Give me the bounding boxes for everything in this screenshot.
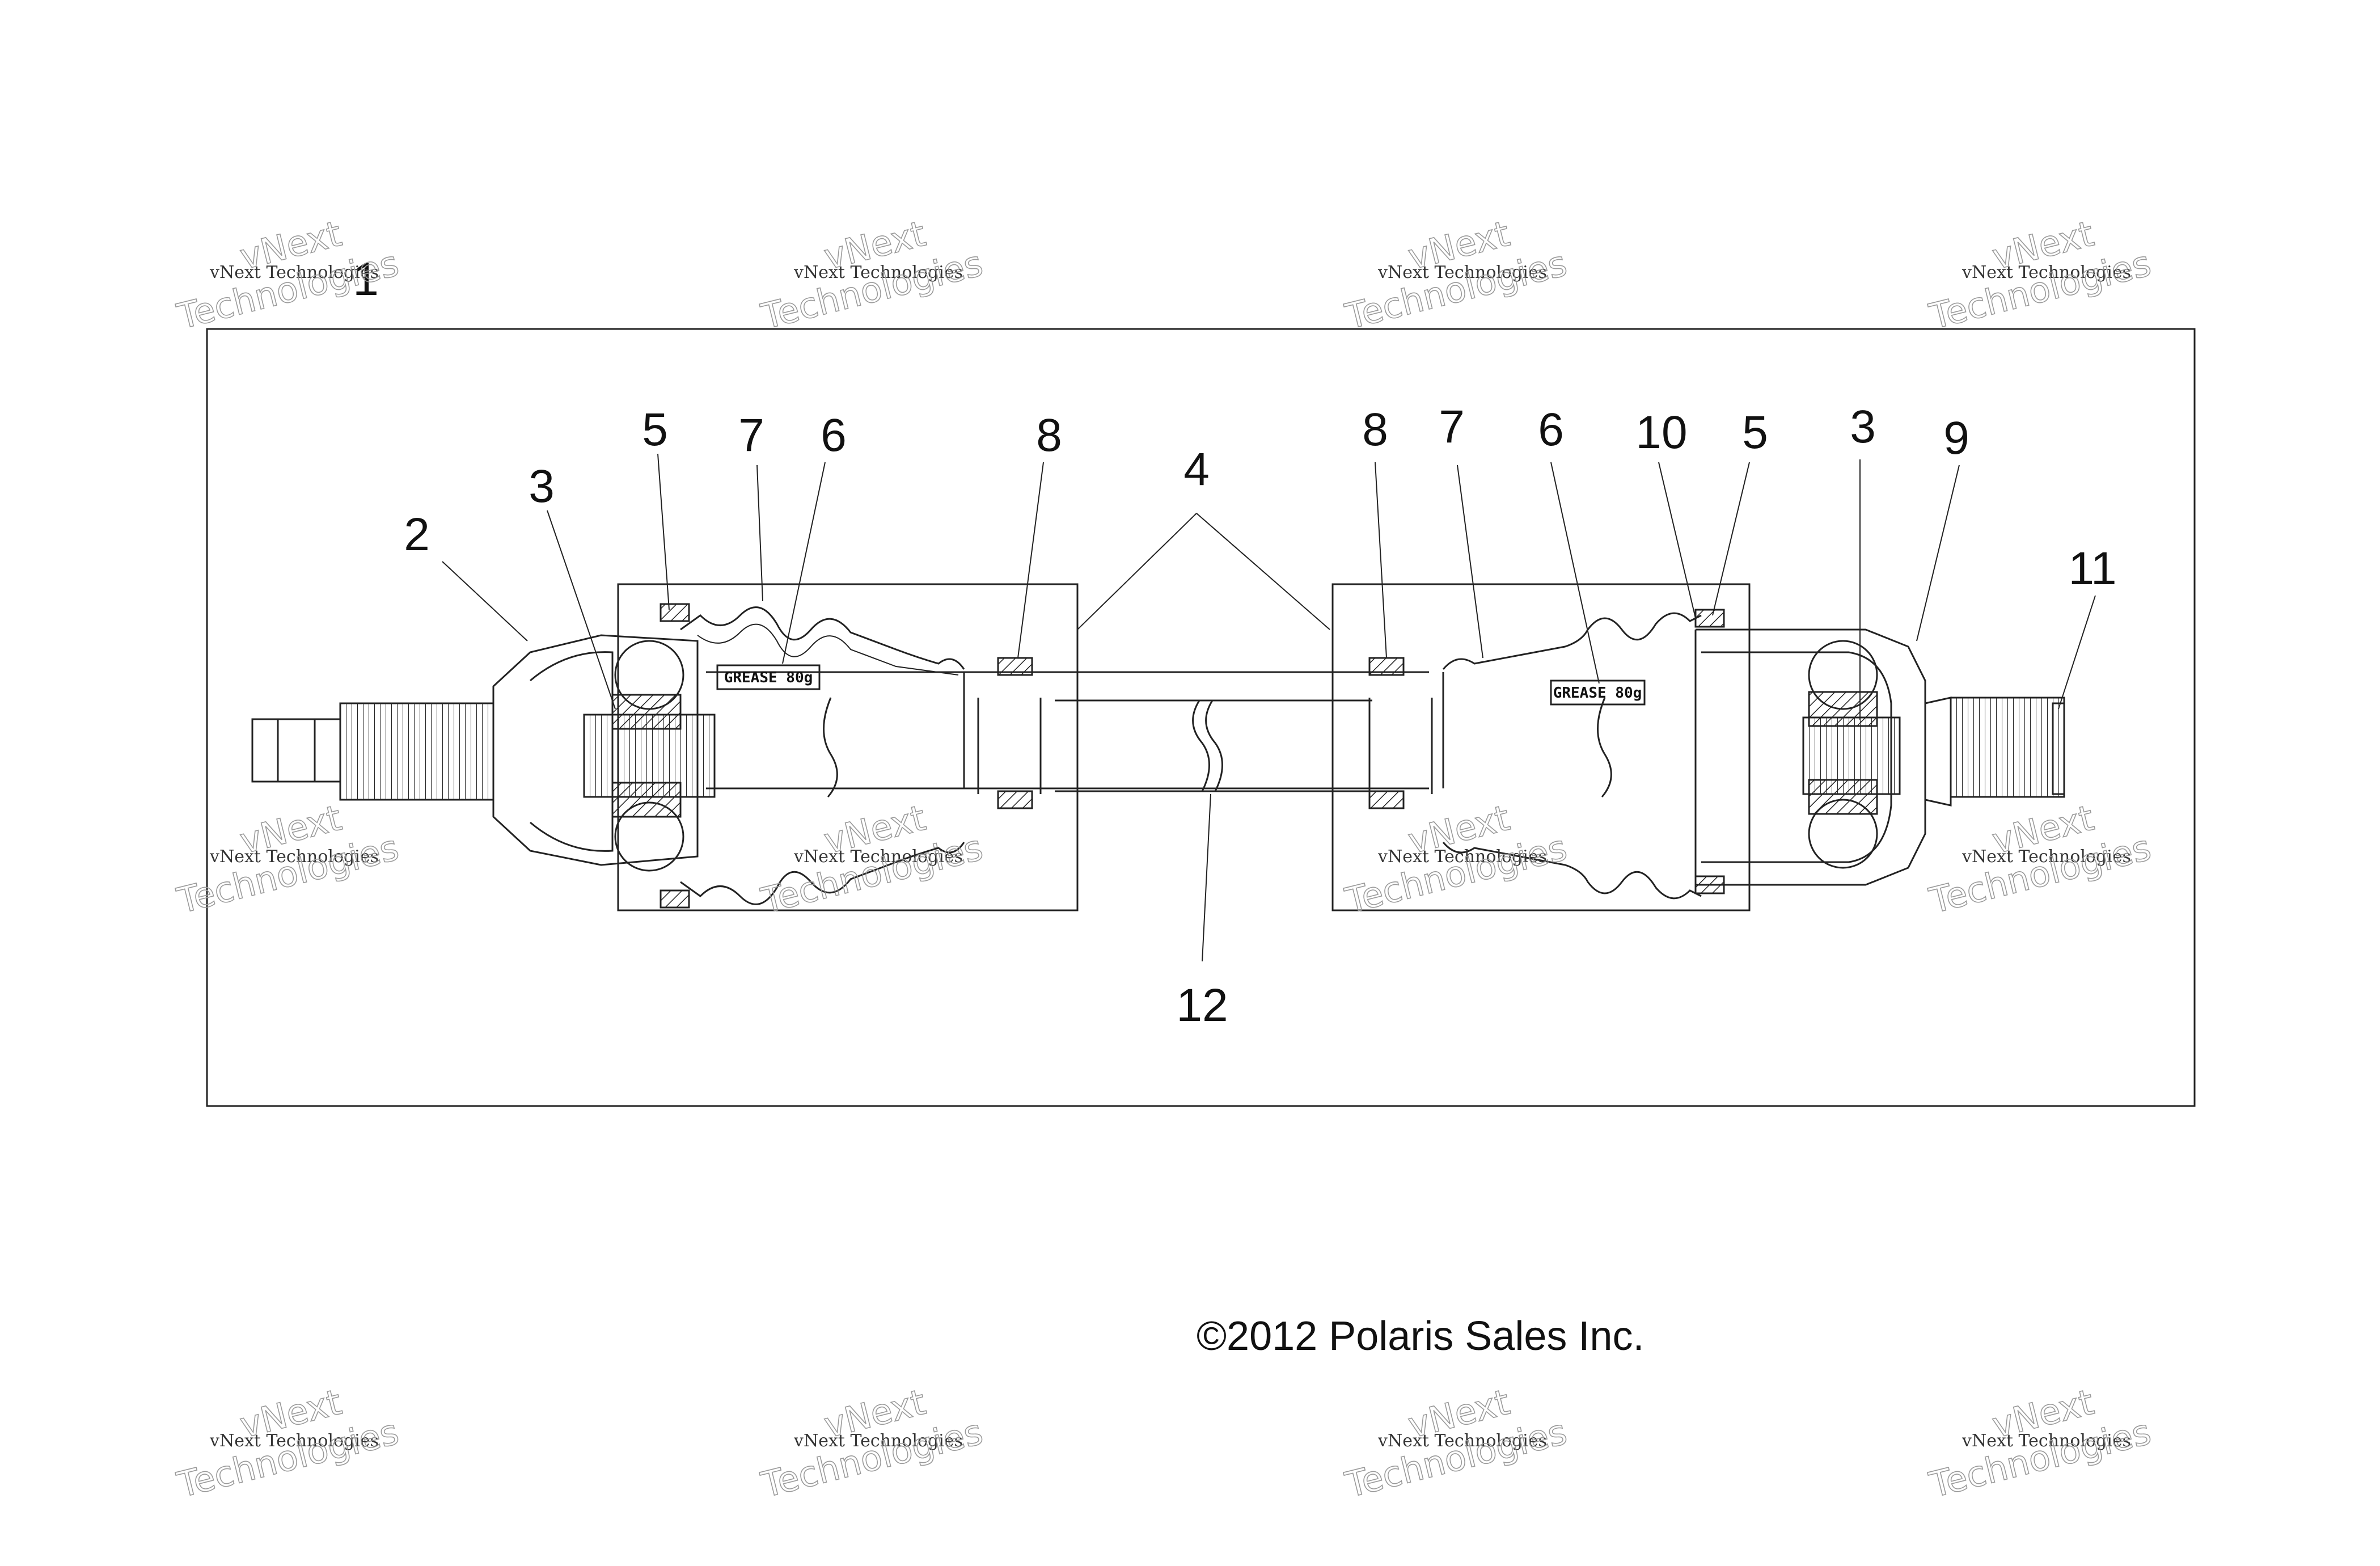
copyright-notice: ©2012 Polaris Sales Inc. [1197,1314,1644,1359]
right-grease-label-box [1550,679,1646,706]
callout-5-left: 5 [642,404,668,455]
callout-6-right: 6 [1538,404,1564,455]
svg-text:vNext Technologies: vNext Technologies [209,1431,379,1451]
svg-text:vNext Technologies: vNext Technologies [793,847,963,867]
right-grease-label: GREASE 80g [1553,685,1642,702]
svg-text:vNext Technologies: vNext Technologies [209,847,379,867]
detail-box-right [1331,583,1751,911]
svg-text:vNext Technologies: vNext Technologies [793,263,963,282]
svg-text:vNext Technologies: vNext Technologies [1962,847,2131,867]
callout-7-right: 7 [1439,401,1465,453]
svg-text:vNext Technologies: vNext Technologies [1377,847,1547,867]
svg-text:vNext Technologies: vNext Technologies [1962,1431,2131,1451]
leader-lines [442,453,2096,962]
callout-2: 2 [404,509,430,560]
svg-text:vNext Technologies: vNext Technologies [1377,1431,1547,1451]
svg-text:vNext Technologies: vNext Technologies [1962,263,2131,282]
right-boot-clamps [1368,609,1725,894]
svg-text:vNext Technologies: vNext Technologies [1377,263,1547,282]
callout-3-left: 3 [529,461,555,512]
assembly-frame [206,328,2196,1107]
callout-7-left: 7 [738,410,764,461]
svg-text:vNext Technologies: vNext Technologies [793,1431,963,1451]
right-boot [1442,612,1702,900]
callout-1: 1 [353,254,379,305]
callout-10: 10 [1635,407,1687,458]
svg-text:vNext Technologies: vNext Technologies [209,263,379,282]
axle-shaft [706,671,1612,797]
callout-11: 11 [2068,543,2116,594]
left-cv-bearing [583,640,716,872]
callout-8-left: 8 [1036,410,1062,461]
left-grease-label: GREASE 80g [724,669,813,686]
left-grease-label-box [716,664,821,690]
right-cv-housing [1694,628,1926,886]
callout-9: 9 [1943,412,1969,464]
callout-8-right: 8 [1362,404,1388,455]
left-boot [680,606,965,905]
right-cv-bearing [1802,640,1901,869]
callout-5-right: 5 [1742,407,1768,458]
callout-6-left: 6 [821,410,847,461]
callout-12: 12 [1176,980,1228,1031]
right-stub-shaft [1925,697,2065,807]
left-boot-clamps [660,603,1033,909]
left-stub-shaft [251,702,494,801]
callout-3-right: 3 [1850,401,1876,453]
callout-4: 4 [1183,444,1210,495]
